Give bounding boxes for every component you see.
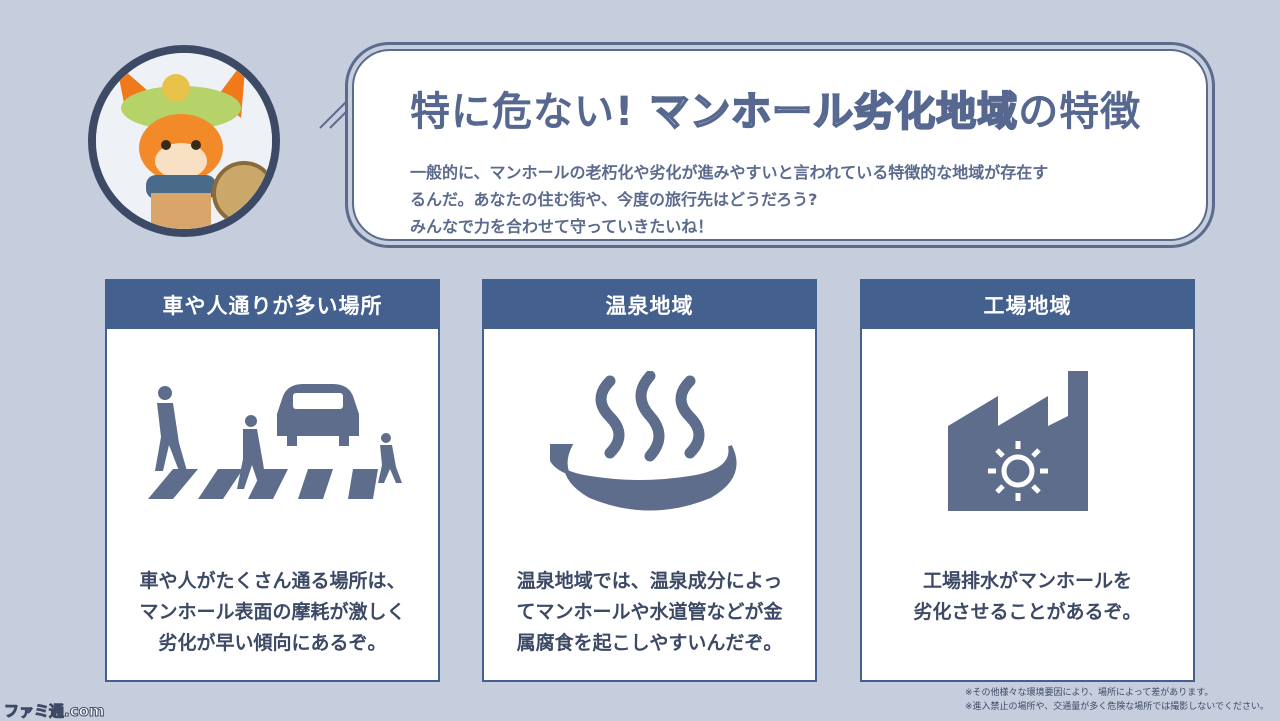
card-text-line: 工場排水がマンホールを bbox=[922, 570, 1132, 592]
card-title: 車や人通りが多い場所 bbox=[107, 281, 438, 329]
card-hot-spring-area: 温泉地域 温泉地域では、温泉成分によってマンホールや水道管などが金属腐食を起こし… bbox=[482, 279, 817, 682]
card-text-line: 劣化させることがあるぞ。 bbox=[913, 601, 1142, 623]
card-text-line: てマンホールや水道管などが金 bbox=[516, 601, 783, 623]
speech-bubble: 特に危ない! マンホール劣化地域の特徴 一般的に、マンホールの老朽化や劣化が進み… bbox=[345, 42, 1215, 248]
card-factory-area: 工場地域 工場排水がマンホールを劣化させることがあるぞ。 bbox=[860, 279, 1195, 682]
crosswalk-icon bbox=[147, 384, 402, 499]
title-part-2: マンホール劣化地域 bbox=[648, 88, 1019, 136]
hot-spring-icon bbox=[549, 371, 736, 511]
description-line: みんなで力を合わせて守っていきたいね！ bbox=[410, 217, 714, 236]
footnote: ※その他様々な環境要因により、場所によって差があります。 bbox=[965, 688, 1214, 698]
watermark-logo: ファミ通.com bbox=[4, 702, 106, 721]
card-text-line: 温泉地域では、温泉成分によっ bbox=[516, 570, 783, 592]
description-line: るんだ。あなたの住む街や、今度の旅行先はどうだろう? bbox=[410, 190, 818, 209]
title-part-1: 特に危ない! bbox=[410, 89, 635, 135]
card-text-line: マンホール表面の摩耗が激しく bbox=[139, 601, 406, 623]
card-text-line: 属腐食を起こしやすいんだぞ。 bbox=[516, 632, 783, 654]
card-title: 工場地域 bbox=[862, 281, 1193, 329]
footnotes: ※その他様々な環境要因により、場所によって差があります。 ※進入禁止の場所や、交通… bbox=[965, 686, 1269, 714]
footnote: ※進入禁止の場所や、交通量が多く危険な場所では撮影しないでください。 bbox=[965, 702, 1270, 712]
description: 一般的に、マンホールの老朽化や劣化が進みやすいと言われている特徴的な地域が存在す… bbox=[410, 159, 1206, 240]
factory-icon bbox=[947, 371, 1088, 511]
fox-character-icon bbox=[96, 53, 272, 229]
title-part-3: の特徴 bbox=[1018, 89, 1142, 135]
description-line: 一般的に、マンホールの老朽化や劣化が進みやすいと言われている特徴的な地域が存在す bbox=[410, 163, 1049, 182]
card-text-line: 劣化が早い傾向にあるぞ。 bbox=[158, 632, 387, 654]
page-title: 特に危ない! マンホール劣化地域の特徴 bbox=[410, 79, 1206, 137]
card-busy-traffic: 車や人通りが多い場所 車や人がたくさん通る場所は、マンホール表面の摩耗が激しく劣… bbox=[105, 279, 440, 682]
card-title: 温泉地域 bbox=[484, 281, 815, 329]
fox-mascot-avatar bbox=[88, 45, 280, 237]
card-text-line: 車や人がたくさん通る場所は、 bbox=[139, 570, 406, 592]
